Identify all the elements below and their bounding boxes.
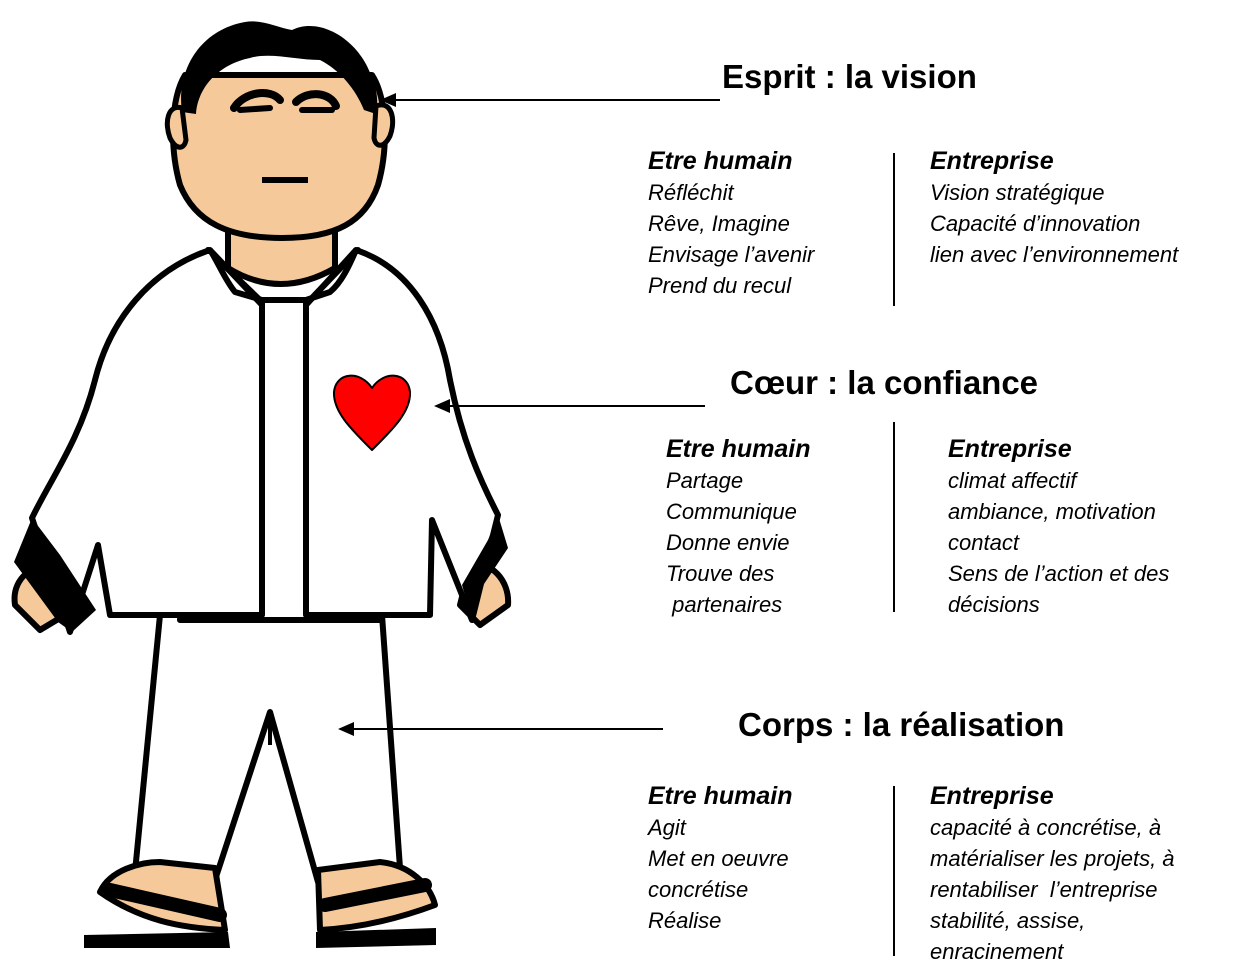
company-column-title: Entreprise: [930, 147, 1054, 175]
company-line: Vision stratégique: [930, 180, 1105, 205]
left-sandal-strap: [103, 883, 227, 922]
company-line: climat affectif: [948, 468, 1077, 493]
arrow-spirit: [380, 93, 720, 107]
company-line: capacité à concrétise, à: [930, 815, 1162, 840]
pants: [132, 612, 403, 885]
company-line: rentabiliser l’entreprise: [930, 877, 1158, 902]
jacket-right: [303, 247, 501, 623]
human-line: Réalise: [648, 908, 722, 933]
company-line: Sens de l’action et des: [948, 561, 1170, 586]
human-line: Communique: [666, 499, 797, 524]
human-line: Prend du recul: [648, 273, 792, 298]
arrow-heart: [434, 399, 705, 413]
company-column-spirit: Entreprise Vision stratégique Capacité d…: [930, 146, 1178, 270]
left-cuff: [14, 518, 96, 632]
human-line: Rêve, Imagine: [648, 211, 790, 236]
human-column-title: Etre humain: [648, 782, 793, 810]
column-divider: [893, 422, 895, 612]
company-line: matérialiser les projets, à: [930, 846, 1175, 871]
right-sandal-strap: [318, 878, 432, 912]
human-column-heart: Etre humain Partage Communique Donne env…: [666, 434, 810, 620]
human-line: Envisage l’avenir: [648, 242, 815, 267]
human-line: Trouve des: [666, 561, 775, 586]
human-line: Partage: [666, 468, 744, 493]
company-column-body: Entreprise capacité à concrétise, à maté…: [930, 781, 1175, 967]
right-sandal: [316, 928, 436, 948]
human-line: concrétise: [648, 877, 749, 902]
right-cuff: [462, 515, 508, 620]
company-line: Capacité d’innovation: [930, 211, 1141, 236]
human-column-title: Etre humain: [648, 147, 793, 175]
jacket-left: [29, 247, 265, 635]
company-line: enracinement: [930, 939, 1064, 964]
human-line: Met en oeuvre: [648, 846, 789, 871]
company-line: ambiance, motivation: [948, 499, 1156, 524]
section-heading-body: Corps : la réalisation: [738, 706, 1065, 743]
company-column-heart: Entreprise climat affectif ambiance, mot…: [948, 434, 1169, 620]
collar-right: [303, 247, 359, 308]
ear-right: [371, 102, 396, 148]
human-line: Donne envie: [666, 530, 790, 555]
company-column-title: Entreprise: [930, 782, 1054, 810]
section-heading-heart: Cœur : la confiance: [730, 364, 1039, 401]
company-line: lien avec l’environnement: [930, 242, 1179, 267]
company-line: stabilité, assise,: [930, 908, 1086, 933]
human-line: Réfléchit: [648, 180, 734, 205]
human-line: Agit: [648, 815, 686, 840]
hair: [181, 21, 378, 115]
section-heading-spirit: Esprit : la vision: [722, 58, 977, 95]
eyebrow-left: [230, 89, 284, 112]
arrow-body: [338, 722, 663, 736]
heart-icon: [332, 374, 412, 451]
human-column-body: Etre humain Agit Met en oeuvre concrétis…: [648, 781, 792, 936]
eyebrow-right: [292, 90, 340, 110]
human-line: partenaires: [666, 592, 783, 617]
company-line: contact: [948, 530, 1019, 555]
collar-left: [207, 247, 265, 308]
column-divider: [893, 153, 895, 306]
company-line: décisions: [948, 592, 1040, 617]
eye-left: [237, 105, 273, 113]
human-column-title: Etre humain: [666, 435, 811, 463]
left-sandal: [84, 932, 230, 948]
human-column-spirit: Etre humain Réfléchit Rêve, Imagine Envi…: [648, 146, 814, 301]
column-divider: [893, 786, 895, 956]
ear-left: [164, 104, 189, 150]
company-column-title: Entreprise: [948, 435, 1072, 463]
